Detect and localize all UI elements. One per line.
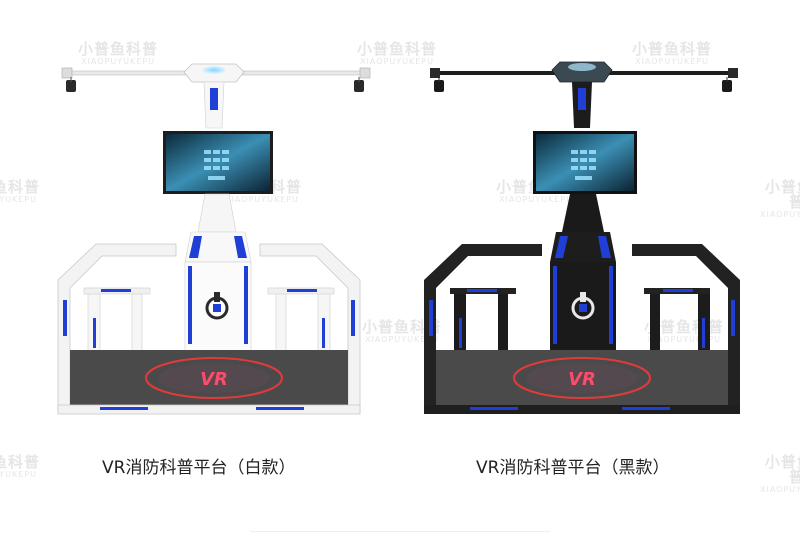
product-caption-white: VR消防科普平台（白款）	[102, 458, 296, 478]
floor-logo-text: VR	[568, 369, 596, 390]
floor-logo-text: VR	[200, 369, 228, 390]
product-caption-black: VR消防科普平台（黑款）	[476, 458, 670, 478]
watermark: 小普鱼科普 XIAOPUYUKEPU	[760, 455, 800, 494]
watermark-cn: 小普鱼科普	[764, 453, 800, 486]
vr-platform-black-image: VR	[424, 61, 740, 414]
watermark-en: XIAOPUYUKEPU	[760, 485, 800, 494]
watermark-cn: 小普鱼科普	[0, 453, 41, 471]
watermark: 小普鱼科普 XIAOPUYUKEPU	[0, 455, 40, 479]
watermark-en: XIAOPUYUKEPU	[0, 470, 37, 479]
vr-platform-white-image: VR	[57, 63, 371, 415]
divider	[250, 531, 550, 532]
